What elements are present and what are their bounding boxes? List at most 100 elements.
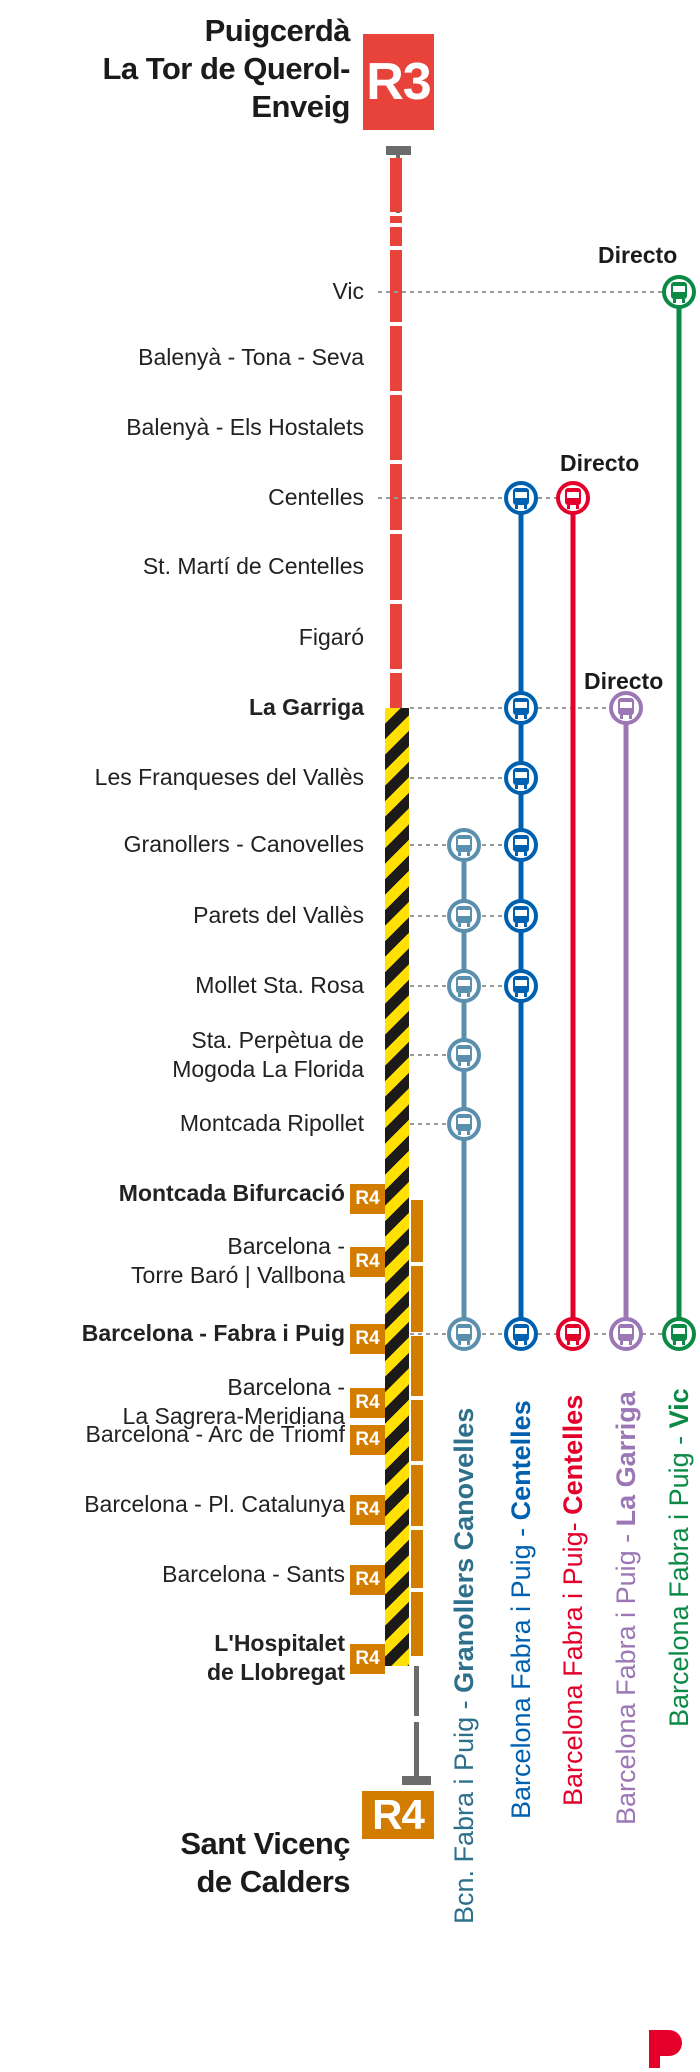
station-name-line2: de Llobregat: [206, 1659, 345, 1685]
r4-station-badge: R4: [350, 1184, 385, 1214]
station-name: Barcelona -: [227, 1374, 345, 1400]
station-label: Montcada Bifurcació: [119, 1179, 345, 1208]
r4-station-badge: R4: [350, 1247, 385, 1277]
logo-icon: [649, 2030, 682, 2068]
route-label-vic-directo: Barcelona Fabra i Puig - Vic: [664, 1388, 694, 1727]
station-label: Montcada Ripollet: [180, 1109, 364, 1138]
route-destination: Granollers Canovelles: [449, 1407, 479, 1693]
station-name: Balenyà - Tona - Seva: [138, 344, 364, 370]
station-label: L'Hospitalet de Llobregat: [207, 1629, 345, 1687]
station-name: Les Franqueses del Vallès: [94, 764, 364, 790]
terminal-bar-north: [386, 146, 411, 155]
terminal-north-line: La Tor de Querol-: [102, 51, 350, 86]
station-label: Figaró: [299, 623, 364, 652]
station-name: Barcelona - Pl. Catalunya: [84, 1491, 345, 1517]
station-label: Barcelona - Pl. Catalunya: [84, 1490, 345, 1519]
terminal-bar-south: [402, 1776, 431, 1785]
terminal-south-line: de Calders: [196, 1864, 350, 1899]
route-label-centelles-directo: Barcelona Fabra i Puig- Centelles: [558, 1395, 588, 1806]
r3-track-segment: [390, 250, 402, 322]
bus-icon: [447, 899, 481, 933]
bus-icon: [662, 275, 696, 309]
station-name: Montcada Bifurcació: [118, 1180, 345, 1206]
station-label: Centelles: [268, 483, 364, 512]
station-label: Sta. Perpètua de Mogoda La Florida: [172, 1026, 364, 1084]
station-name: Sta. Perpètua de: [191, 1027, 364, 1053]
station-label: St. Martí de Centelles: [143, 552, 364, 581]
r3-track-segment: [390, 395, 402, 460]
bus-icon: [447, 828, 481, 862]
station-name: Vic: [332, 278, 364, 304]
direct-label: Directo: [584, 668, 664, 694]
station-label: Vic: [332, 277, 364, 306]
station-name: Figaró: [298, 624, 364, 650]
bus-icon: [504, 1317, 538, 1351]
station-name: Barcelona - Fabra i Puig: [81, 1320, 345, 1346]
route-origin: Barcelona Fabra i Puig-: [558, 1514, 588, 1806]
route-destination: Vic: [664, 1388, 694, 1429]
bus-icon: [447, 969, 481, 1003]
station-label: Granollers - Canovelles: [124, 830, 364, 859]
station-name: L'Hospitalet: [214, 1630, 345, 1656]
r3-track-segment: [390, 216, 402, 223]
terminal-north: Puigcerdà La Tor de Querol- Enveig: [102, 12, 350, 126]
r4-track-segment: [411, 1200, 423, 1262]
bus-icon: [504, 969, 538, 1003]
direct-label: Directo: [598, 242, 678, 268]
r3-track-segment: [390, 673, 402, 708]
terminal-north-line: Enveig: [251, 89, 350, 124]
station-name: Centelles: [268, 484, 364, 510]
route-label-granollers: Bcn. Fabra i Puig - Granollers Canovelle…: [449, 1408, 479, 1924]
route-label-garriga-directo: Barcelona Fabra i Puig - La Garriga: [611, 1391, 641, 1825]
route-destination: Centelles: [506, 1400, 536, 1521]
bus-icon: [556, 1317, 590, 1351]
route-origin: Barcelona Fabra i Puig -: [611, 1526, 641, 1825]
bus-icon: [447, 1107, 481, 1141]
station-label: Balenyà - Tona - Seva: [138, 343, 364, 372]
bus-icon: [504, 899, 538, 933]
station-label: Barcelona - Sants: [162, 1560, 345, 1589]
terminal-stem-south: [414, 1666, 419, 1716]
r3-track-segment: [390, 534, 402, 600]
r4-line-badge: R4: [362, 1791, 434, 1839]
bus-icon: [556, 481, 590, 515]
station-name: Barcelona - Sants: [162, 1561, 345, 1587]
bus-icon: [447, 1038, 481, 1072]
r3-track-segment: [390, 604, 402, 669]
station-name: Granollers - Canovelles: [123, 831, 364, 857]
station-label: Mollet Sta. Rosa: [195, 971, 364, 1000]
shared-track-hazard: [385, 708, 409, 1666]
station-label: Les Franqueses del Vallès: [95, 763, 364, 792]
r4-station-badge: R4: [350, 1425, 385, 1455]
station-label: Barcelona - Arc de Triomf: [86, 1420, 346, 1449]
station-name: Balenyà - Els Hostalets: [126, 414, 364, 440]
route-origin: Bcn. Fabra i Puig -: [449, 1692, 479, 1924]
r4-station-badge: R4: [350, 1388, 385, 1418]
r4-station-badge: R4: [350, 1565, 385, 1595]
route-destination: La Garriga: [611, 1391, 641, 1527]
station-name-line2: La Sagrera-Meridiana: [122, 1403, 345, 1429]
bus-icon: [609, 691, 643, 725]
station-label: Barcelona - Fabra i Puig: [82, 1319, 345, 1348]
bus-icon: [609, 1317, 643, 1351]
bus-icon: [504, 691, 538, 725]
station-label: La Garriga: [249, 693, 364, 722]
station-name-line2: Mogoda La Florida: [172, 1056, 364, 1082]
bus-icon: [504, 828, 538, 862]
station-name: Barcelona - Arc de Triomf: [85, 1421, 346, 1447]
direct-label: Directo: [560, 450, 640, 476]
station-label: Barcelona -Torre Baró | Vallbona: [131, 1232, 345, 1290]
r3-track-segment: [390, 326, 402, 391]
route-label-centelles: Barcelona Fabra i Puig - Centelles: [506, 1400, 536, 1819]
terminal-south-line: Sant Vicenç: [180, 1826, 350, 1861]
r4-track-segment: [411, 1592, 423, 1656]
r4-station-badge: R4: [350, 1495, 385, 1525]
station-label: Barcelona - La Sagrera-Meridiana: [123, 1373, 345, 1431]
r3-track-segment: [390, 158, 402, 212]
station-name: La Garriga: [248, 694, 364, 720]
r3-track-segment: [390, 227, 402, 246]
r3-line-badge: R3: [363, 34, 434, 130]
r4-track-segment: [411, 1336, 423, 1396]
bus-icon: [504, 761, 538, 795]
route-origin: Barcelona Fabra i Puig -: [664, 1428, 694, 1727]
